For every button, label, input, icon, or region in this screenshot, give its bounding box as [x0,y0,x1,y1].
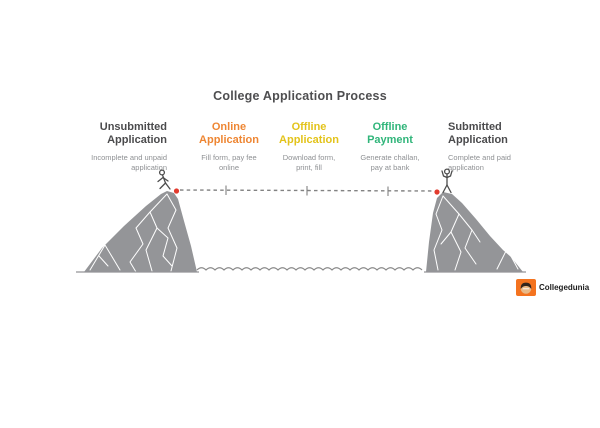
step-offline-application: Offline Application Download form, print… [264,121,354,173]
right-cliff [424,192,526,273]
rock-crack [98,255,109,267]
collegedunia-mascot-icon [516,279,536,296]
anchor-dot-right [434,189,440,195]
step-offline-payment: Offline Payment Generate challan, pay at… [345,121,435,173]
celebrating-figure-icon [441,168,453,194]
brand-name: Collegedunia [539,283,590,292]
anchor-dot-left [173,188,180,194]
step-label: Offline Application [279,121,339,146]
rock-crack [458,213,477,265]
rock-crack [166,193,178,272]
rock-crack [433,195,444,271]
step-label: Offline Payment [367,121,413,146]
step-description: Download form, print, fill [282,153,336,172]
water-wave-line [196,267,423,271]
walking-figure-icon [157,169,171,190]
page-title: College Application Process [213,89,387,103]
left-cliff [76,191,199,273]
step-unsubmitted-application: Unsubmitted Application Incomplete and u… [60,121,167,173]
rock-crack [440,231,452,245]
rock-crack [129,211,151,273]
step-description: Incomplete and unpaid application [91,153,167,172]
step-label: Submitted Application [448,121,508,146]
rock-crack [496,248,519,270]
step-label: Online Application [199,121,259,146]
step-online-application: Online Application Fill form, pay fee on… [184,121,274,173]
rock-crack [89,244,121,271]
step-label: Unsubmitted Application [99,121,167,146]
collegedunia-logo: Collegedunia [516,279,589,296]
rope-dashed-line [179,185,435,196]
step-description: Generate challan, pay at bank [360,153,420,172]
step-description: Complete and paid application [448,153,511,172]
rock-crack [471,229,481,243]
step-submitted-application: Submitted Application Complete and paid … [448,121,548,173]
rock-crack [156,227,173,267]
step-description: Fill form, pay fee online [201,153,257,172]
